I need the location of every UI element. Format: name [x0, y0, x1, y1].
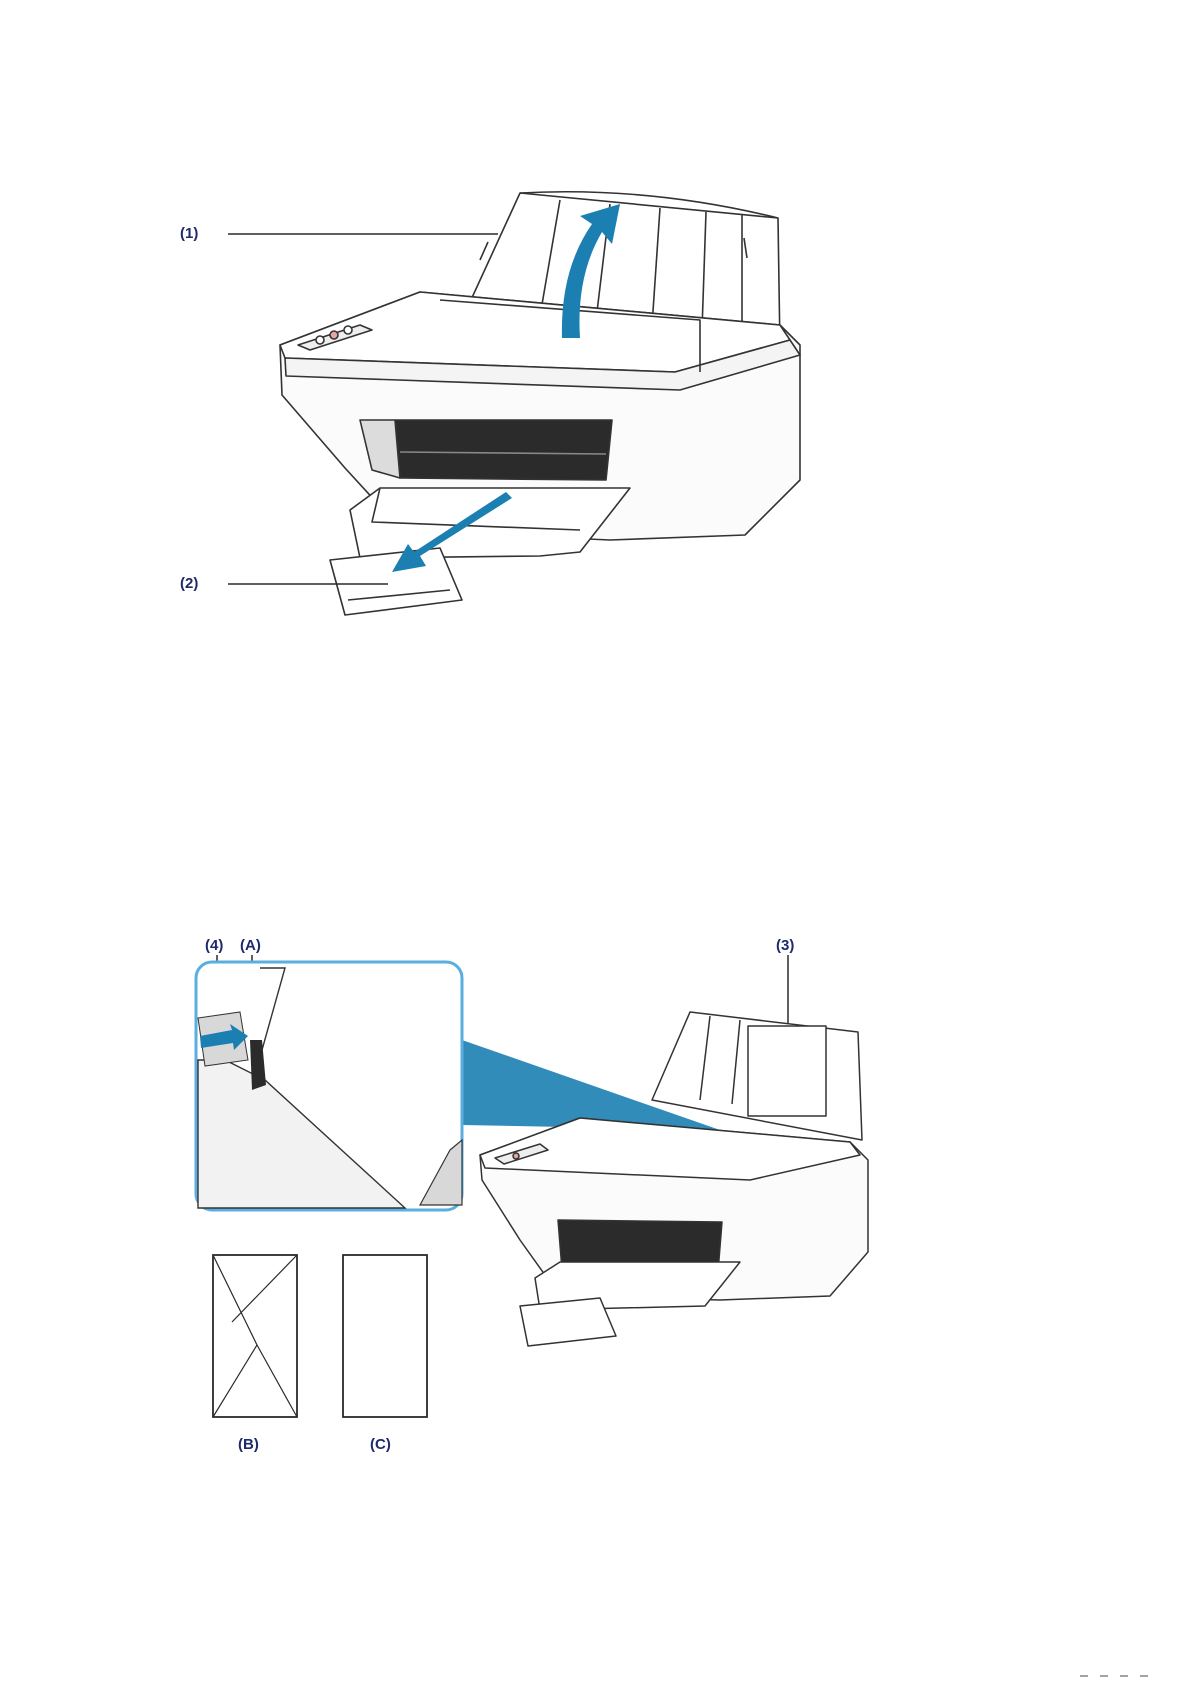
label-4: (4) — [205, 938, 223, 953]
printer-body-2 — [480, 1012, 868, 1346]
label-a: (A) — [240, 938, 261, 953]
envelope-front — [343, 1255, 427, 1417]
label-b: (B) — [238, 1437, 259, 1452]
envelope-back — [213, 1255, 297, 1417]
label-3: (3) — [776, 938, 794, 953]
callout-box — [196, 962, 462, 1210]
label-c: (C) — [370, 1437, 391, 1452]
